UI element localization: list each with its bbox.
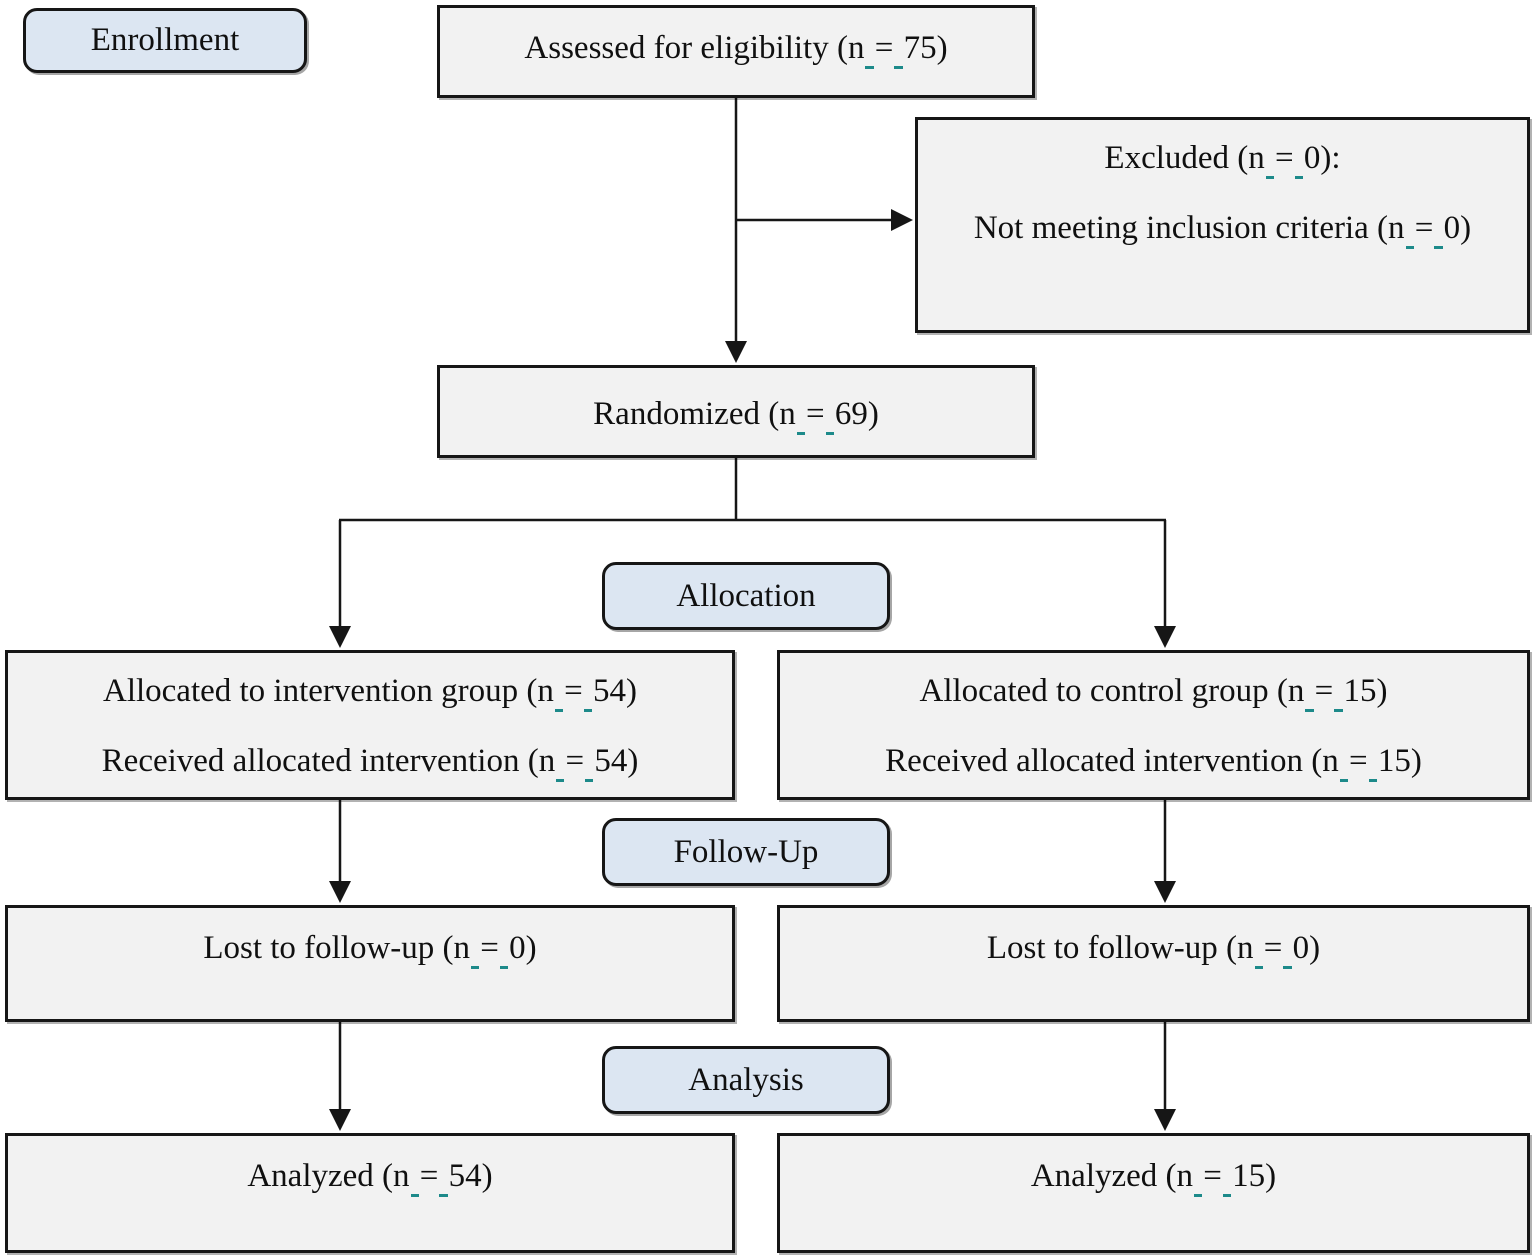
box-allocated-intervention-line1: Allocated to intervention group (n = 54) xyxy=(8,673,732,712)
stage-label-followup: Follow-Up xyxy=(602,818,890,886)
space-proof-mark xyxy=(1222,1158,1232,1197)
space-proof-mark xyxy=(1254,930,1263,969)
arrowhead-alloc-control xyxy=(1154,626,1176,648)
box-excluded: Excluded (n = 0): Not meeting inclusion … xyxy=(915,117,1530,333)
space-proof-mark xyxy=(556,743,565,782)
space-proof-mark xyxy=(1305,673,1314,712)
arrowhead-excluded xyxy=(891,209,913,231)
box-assessed-text: Assessed for eligibility (n = 75) xyxy=(440,30,1032,69)
space-proof-mark xyxy=(1294,140,1303,179)
box-lost-intervention-text: Lost to follow-up (n = 0) xyxy=(8,930,732,969)
space-proof-mark xyxy=(1334,673,1343,712)
box-lost-control: Lost to follow-up (n = 0) xyxy=(777,905,1530,1022)
space-proof-mark xyxy=(585,743,594,782)
stage-label-enrollment: Enrollment xyxy=(23,8,307,73)
box-allocated-control-line1: Allocated to control group (n = 15) xyxy=(780,673,1527,712)
space-proof-mark xyxy=(796,396,805,435)
box-excluded-line1: Excluded (n = 0): xyxy=(918,140,1527,179)
box-analyzed-control: Analyzed (n = 15) xyxy=(777,1133,1530,1253)
stage-label-followup-text: Follow-Up xyxy=(673,833,819,870)
box-excluded-line2: Not meeting inclusion criteria (n = 0) xyxy=(918,210,1527,249)
box-lost-intervention: Lost to follow-up (n = 0) xyxy=(5,905,735,1022)
box-lost-control-text: Lost to follow-up (n = 0) xyxy=(780,930,1527,969)
space-proof-mark xyxy=(1434,210,1443,249)
arrowhead-alloc-intervention xyxy=(329,626,351,648)
space-proof-mark xyxy=(894,30,903,69)
stage-label-allocation-text: Allocation xyxy=(676,577,816,614)
stage-label-analysis-text: Analysis xyxy=(688,1061,804,1098)
space-proof-mark xyxy=(439,1158,448,1197)
box-analyzed-control-text: Analyzed (n = 15) xyxy=(780,1158,1527,1197)
arrowhead-randomized xyxy=(725,341,747,363)
space-proof-mark xyxy=(1265,140,1275,179)
space-proof-mark xyxy=(1405,210,1414,249)
space-proof-mark xyxy=(1283,930,1292,969)
space-proof-mark xyxy=(1368,743,1377,782)
arrowhead-lost-right xyxy=(1154,881,1176,903)
box-allocated-control: Allocated to control group (n = 15) Rece… xyxy=(777,650,1530,800)
space-proof-mark xyxy=(410,1158,419,1197)
space-proof-mark xyxy=(1339,743,1348,782)
box-analyzed-intervention-text: Analyzed (n = 54) xyxy=(8,1158,732,1197)
stage-label-enrollment-text: Enrollment xyxy=(90,22,240,58)
arrowhead-lost-left xyxy=(329,881,351,903)
space-proof-mark xyxy=(865,30,874,69)
box-allocated-intervention: Allocated to intervention group (n = 54)… xyxy=(5,650,735,800)
arrowhead-analyzed-left xyxy=(329,1109,351,1131)
space-proof-mark xyxy=(499,930,509,969)
space-proof-mark xyxy=(554,673,564,712)
box-allocated-intervention-line2: Received allocated intervention (n = 54) xyxy=(8,743,732,782)
space-proof-mark xyxy=(471,930,480,969)
space-proof-mark xyxy=(583,673,592,712)
space-proof-mark xyxy=(825,396,834,435)
box-analyzed-intervention: Analyzed (n = 54) xyxy=(5,1133,735,1253)
box-assessed: Assessed for eligibility (n = 75) xyxy=(437,5,1035,98)
box-allocated-control-line2: Received allocated intervention (n = 15) xyxy=(780,743,1527,782)
space-proof-mark xyxy=(1194,1158,1203,1197)
stage-label-allocation: Allocation xyxy=(602,562,890,630)
box-randomized: Randomized (n = 69) xyxy=(437,365,1035,458)
box-randomized-text: Randomized (n = 69) xyxy=(440,396,1032,435)
arrowhead-analyzed-right xyxy=(1154,1109,1176,1131)
stage-label-analysis: Analysis xyxy=(602,1046,890,1114)
